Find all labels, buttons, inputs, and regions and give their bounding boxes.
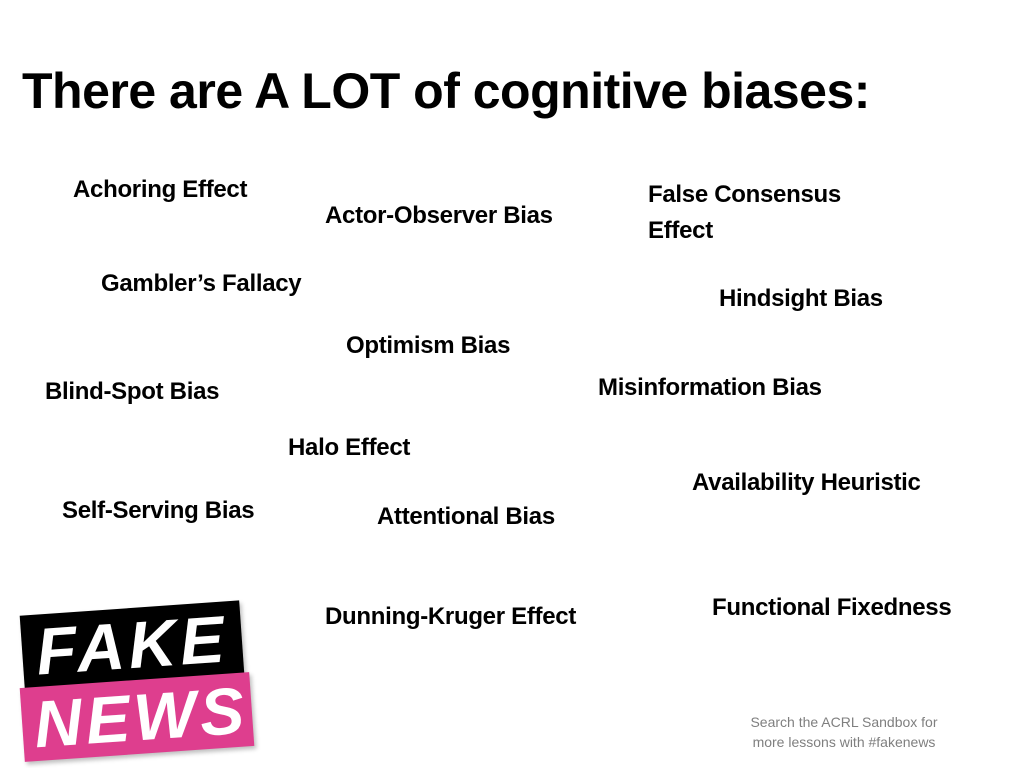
bias-item: Gambler’s Fallacy xyxy=(101,270,302,297)
footer-line-1: Search the ACRL Sandbox for xyxy=(750,714,938,730)
bias-item: Optimism Bias xyxy=(346,332,511,359)
bias-item: Blind-Spot Bias xyxy=(45,378,220,405)
footer-line-2: more lessons with #fakenews xyxy=(752,734,936,750)
fake-news-logo: FAKE NEWS xyxy=(8,600,258,762)
bias-item: Availability Heuristic xyxy=(692,469,921,496)
bias-item: Actor-Observer Bias xyxy=(325,202,553,229)
bias-item: Attentional Bias xyxy=(377,503,555,530)
bias-item: Effect xyxy=(648,217,713,244)
footer-note: Search the ACRL Sandbox for more lessons… xyxy=(736,712,952,752)
bias-item: Self-Serving Bias xyxy=(62,497,255,524)
bias-item: Achoring Effect xyxy=(73,176,248,203)
logo-news-text: NEWS xyxy=(31,672,251,762)
slide-title: There are A LOT of cognitive biases: xyxy=(22,63,870,119)
bias-item: Dunning-Kruger Effect xyxy=(325,603,577,630)
bias-item: Functional Fixedness xyxy=(712,594,952,621)
bias-item: Halo Effect xyxy=(288,434,411,461)
bias-item: Hindsight Bias xyxy=(719,285,883,312)
bias-item: Misinformation Bias xyxy=(598,374,822,401)
bias-item: False Consensus xyxy=(648,181,841,208)
